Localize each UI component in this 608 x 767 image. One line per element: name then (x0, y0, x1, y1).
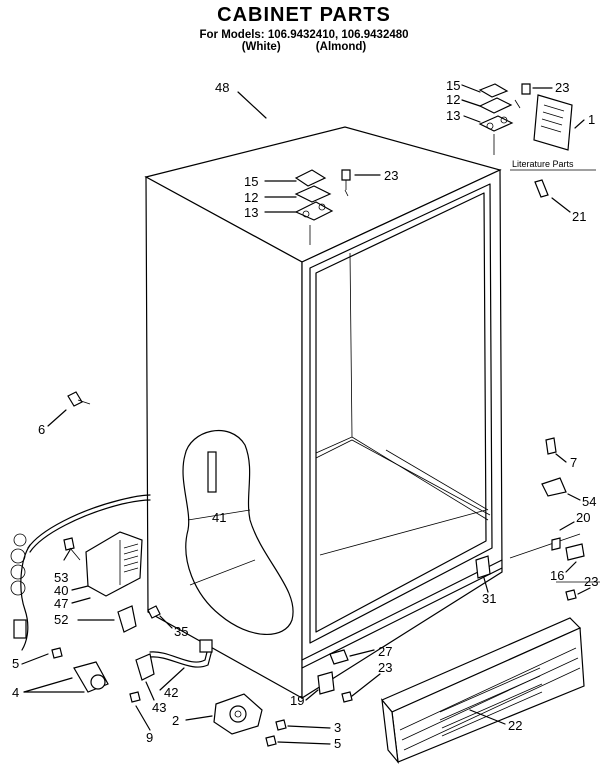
callout-31: 31 (482, 591, 496, 606)
callout-7: 7 (570, 455, 577, 470)
callout-52: 52 (54, 612, 68, 627)
callout-2: 2 (172, 713, 179, 728)
callout-23-bottom: 23 (378, 660, 392, 675)
callout-42: 42 (164, 685, 178, 700)
callout-4: 4 (12, 685, 19, 700)
callout-41: 41 (212, 510, 226, 525)
models-line: For Models: 106.9432410, 106.9432480 (199, 29, 409, 41)
cabinet-body (144, 91, 503, 700)
callout-27: 27 (378, 644, 392, 659)
callout-5: 5 (12, 656, 19, 671)
callout-1: 1 (588, 112, 595, 127)
literature-parts-label: Literature Parts (512, 159, 574, 169)
callout-23-right: 23 (555, 80, 569, 95)
right-hinge-assembly (461, 83, 596, 213)
callout-22: 22 (508, 718, 522, 733)
callout-5-bottom: 5 (334, 736, 341, 751)
bottom-left-parts (21, 639, 331, 747)
page-title: CABINET PARTS (217, 4, 391, 26)
callout-48: 48 (215, 80, 229, 95)
left-side-parts (10, 391, 173, 651)
callout-20: 20 (576, 510, 590, 525)
callout-3: 3 (334, 720, 341, 735)
callout-43: 43 (152, 700, 166, 715)
callout-21: 21 (572, 209, 586, 224)
callout-54: 54 (582, 494, 596, 509)
callout-53: 53 (54, 570, 68, 585)
callout-23: 23 (384, 168, 398, 183)
callout-labels: 48 15 12 13 23 1 15 12 13 23 21 6 7 54 2… (12, 78, 598, 751)
callout-23-hinge: 23 (584, 574, 598, 589)
top-hinge-assembly (264, 169, 381, 245)
callout-6: 6 (38, 422, 45, 437)
callout-9: 9 (146, 730, 153, 745)
callout-35: 35 (174, 624, 188, 639)
callout-13: 13 (244, 205, 258, 220)
bottom-right-parts (305, 437, 600, 764)
callout-15-right: 15 (446, 78, 460, 93)
callout-12: 12 (244, 190, 258, 205)
callout-16: 16 (550, 568, 564, 583)
callout-19: 19 (290, 693, 304, 708)
colors-line: (White) (Almond) (241, 41, 367, 53)
callout-13-right: 13 (446, 108, 460, 123)
callout-15: 15 (244, 174, 258, 189)
callout-40: 40 (54, 583, 68, 598)
callout-47: 47 (54, 596, 68, 611)
callout-12-right: 12 (446, 92, 460, 107)
